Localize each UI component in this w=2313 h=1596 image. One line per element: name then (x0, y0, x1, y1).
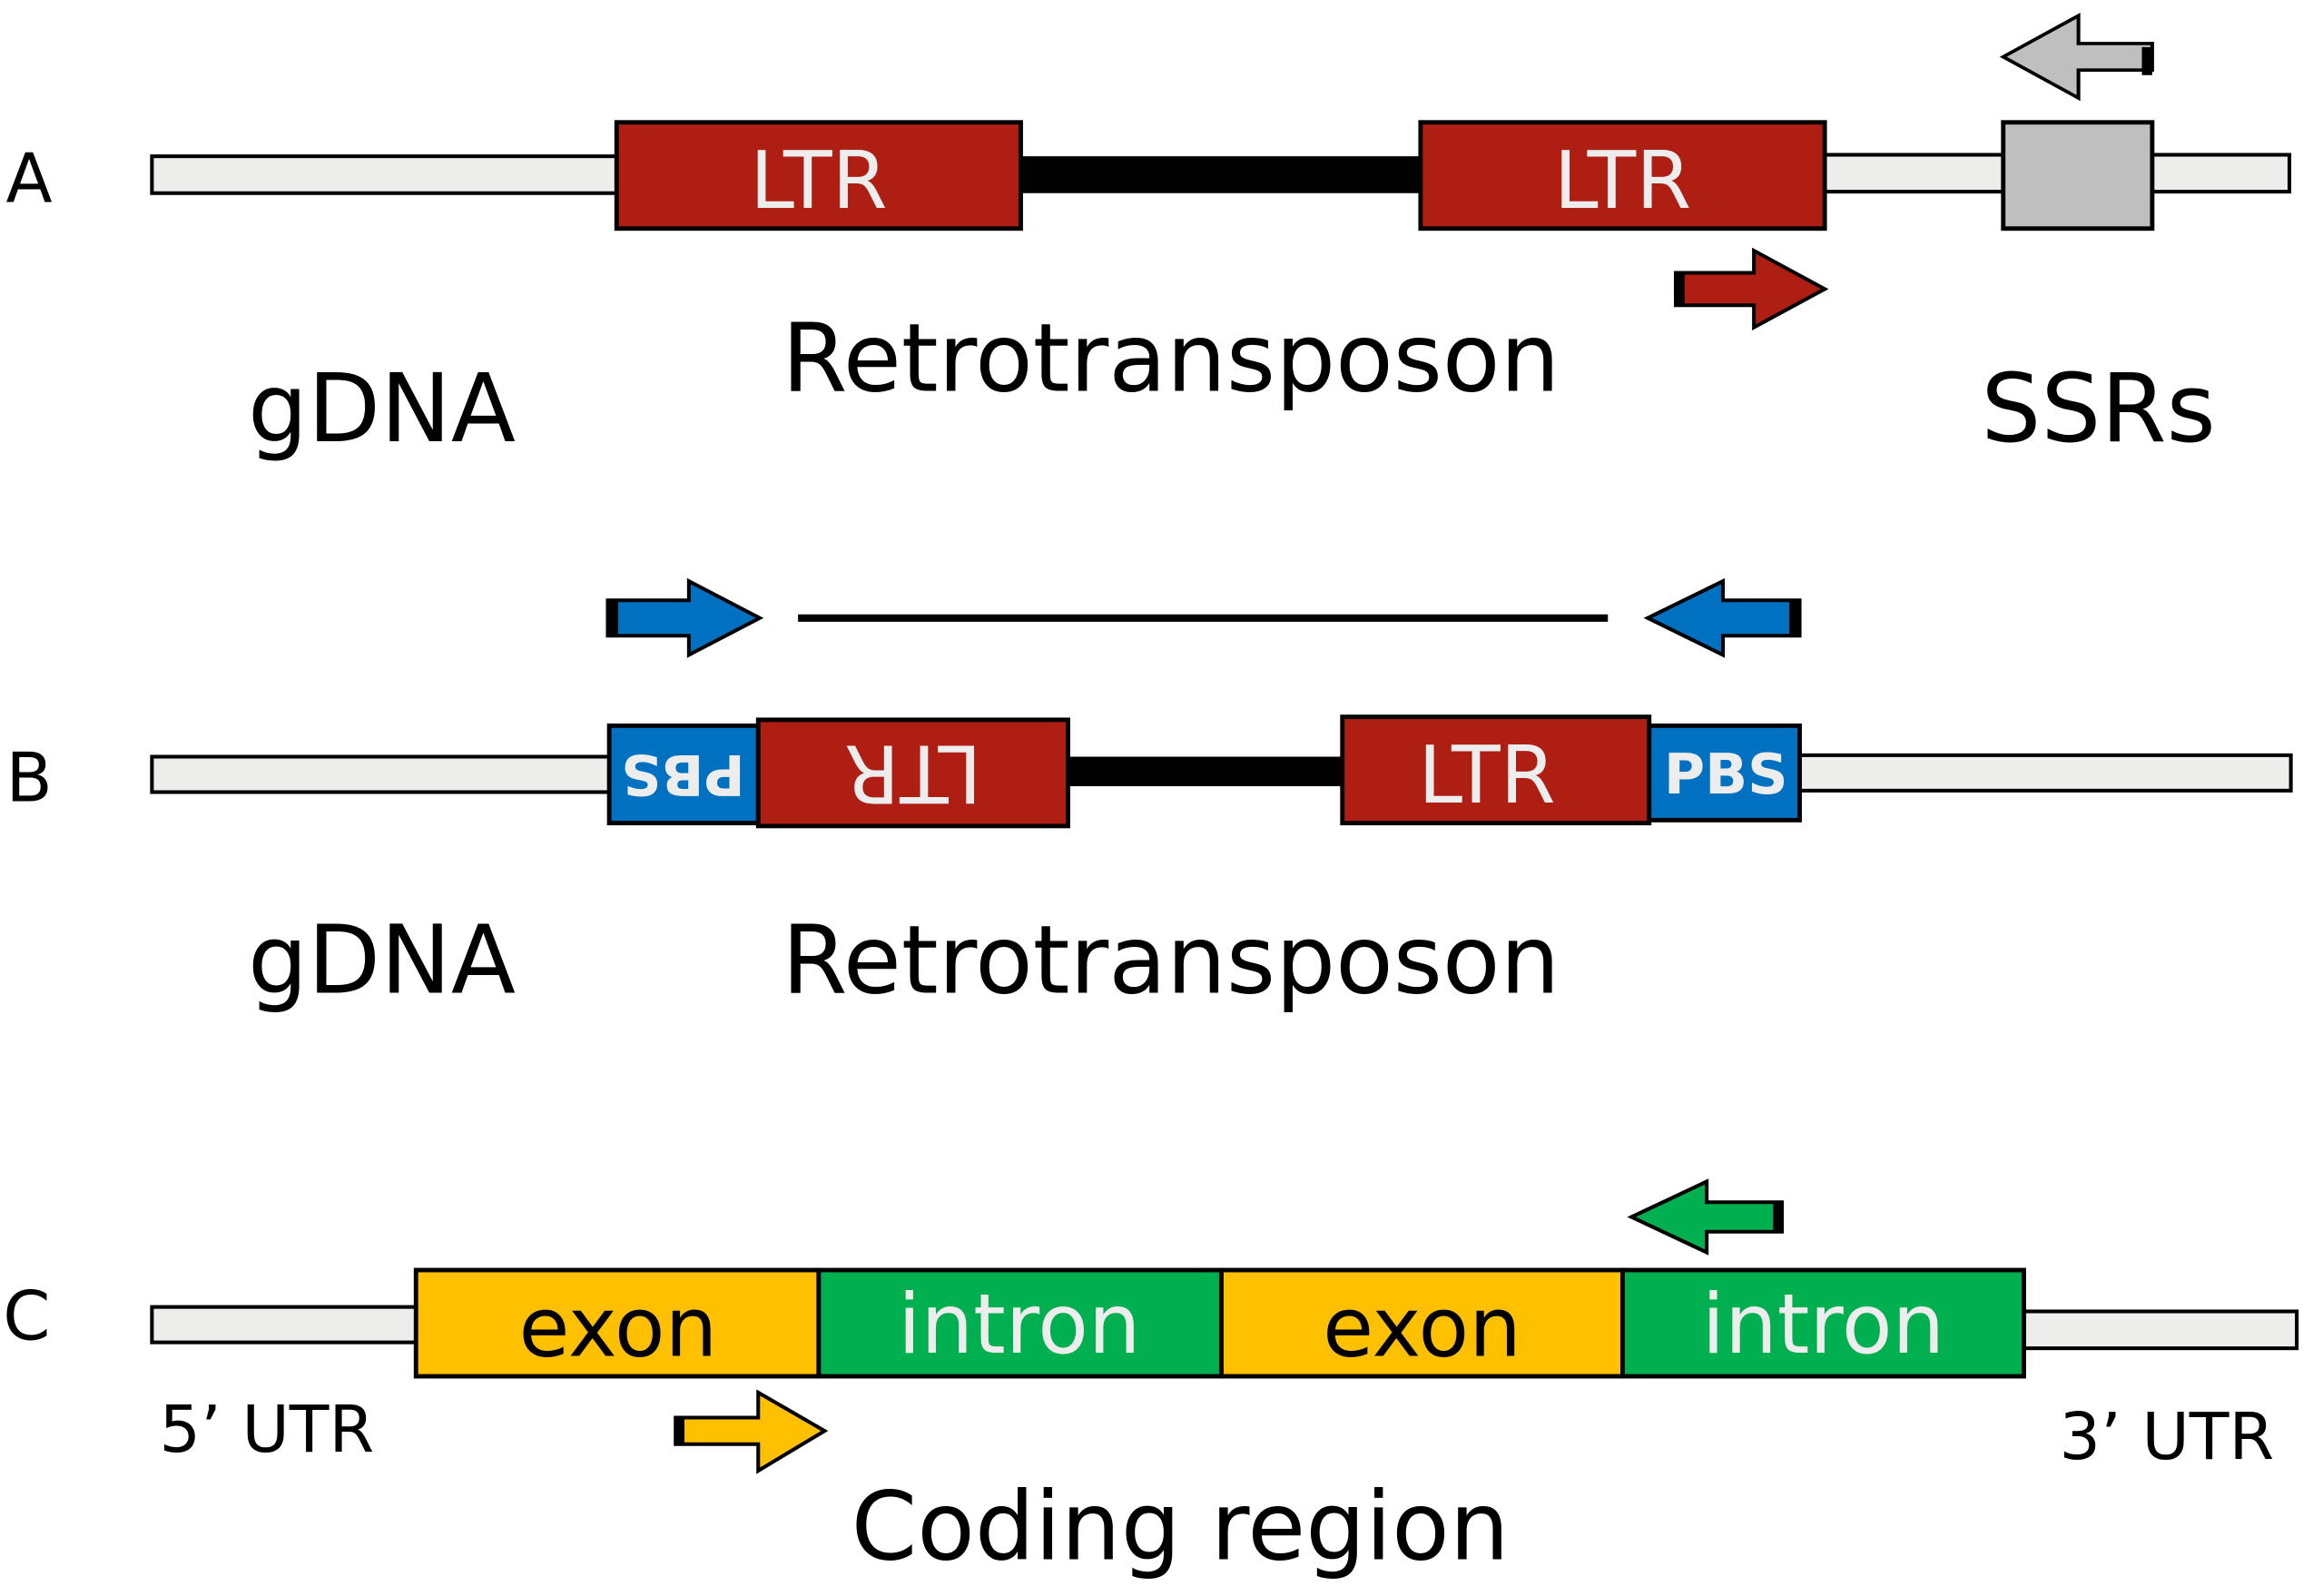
gdna-left-bar (150, 154, 620, 195)
pbs-right-label: PBS (1664, 742, 1788, 807)
gdna-label-a: gDNA (248, 353, 516, 464)
exon-2-box: exon (1219, 1267, 1625, 1379)
pbs-left-label: PBS (621, 742, 745, 807)
retro-core-bar (1020, 156, 1422, 193)
intron-1-box: intron (816, 1267, 1224, 1379)
utr5-bar (150, 1305, 418, 1345)
panel-a-label: A (6, 140, 53, 219)
exon-2-label: exon (1323, 1280, 1521, 1375)
gdna-label-b: gDNA (248, 905, 516, 1016)
exon-primer-arrow-icon (674, 1389, 829, 1474)
ltr-right-label: LTR (1418, 729, 1555, 822)
utr3-bar (2022, 1309, 2299, 1351)
ltr-left-box: LTR (614, 120, 1023, 232)
pbs-forward-primer-arrow-icon (605, 577, 764, 658)
panel-b: B PBS LTR LTR PBS (6, 577, 2293, 1016)
pbs-left-box: PBS (606, 723, 761, 826)
panel-b-label: B (6, 738, 53, 817)
ssr-primer-arrow-icon (1999, 13, 2154, 102)
ssrs-label: SSRs (1981, 353, 2215, 464)
pbs-right-box: PBS (1647, 723, 1802, 823)
retrotransposon-label-a: Retrotransposon (782, 303, 1560, 414)
utr3-label: 3’ UTR (2060, 1399, 2275, 1474)
ltr-left-box: LTR (755, 717, 1070, 829)
intron-primer-arrow-icon (1627, 1178, 1785, 1256)
gdna-right-bar (1797, 753, 2293, 793)
panel-c-label: C (3, 1276, 50, 1355)
exon-1-label: exon (518, 1280, 717, 1375)
ltr-right-box: LTR (1340, 714, 1652, 826)
coding-region-label: Coding region (851, 1472, 1510, 1582)
intron-2-box: intron (1620, 1267, 2026, 1379)
retro-core-bar (1068, 756, 1343, 786)
ltr-left-label: LTR (844, 726, 981, 819)
utr5-label: 5’ UTR (160, 1392, 375, 1467)
gdna-left-bar (150, 754, 612, 794)
ltr-right-label: LTR (1554, 134, 1691, 227)
ltr-right-box: LTR (1418, 120, 1827, 232)
panel-c: C exon intron exon intron 5’ UTR (3, 1178, 2299, 1582)
ltr-left-label: LTR (750, 134, 887, 227)
intron-2-label: intron (1702, 1277, 1944, 1373)
retrotransposon-label-b: Retrotransposon (782, 905, 1560, 1016)
ltr-primer-arrow-icon (1673, 247, 1829, 331)
exon-1-box: exon (413, 1267, 822, 1379)
ssr-box (2001, 120, 2155, 232)
pbs-reverse-primer-arrow-icon (1643, 577, 1802, 658)
panel-a: A LTR LTR gDNA Retrotransposon SSRs (6, 13, 2292, 464)
intron-1-label: intron (898, 1277, 1140, 1373)
